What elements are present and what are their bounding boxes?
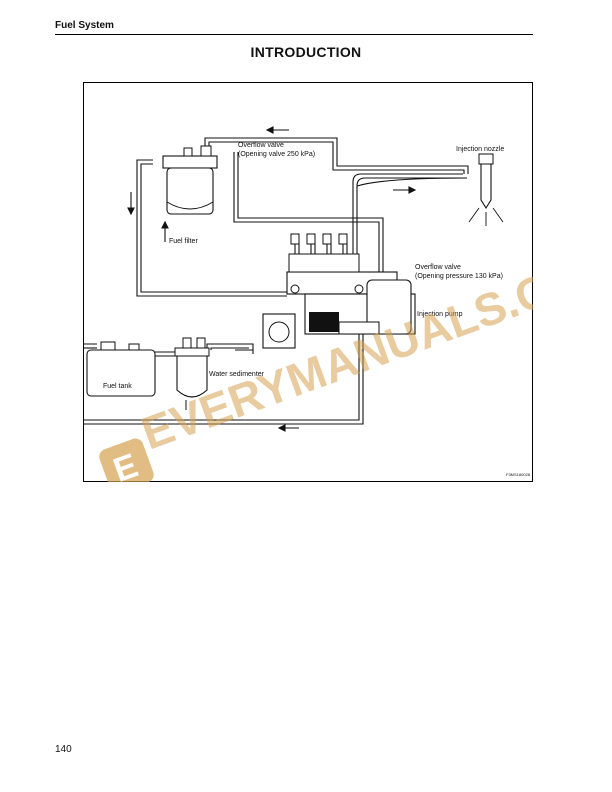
injection-nozzle (468, 153, 504, 226)
water-sedimenter-label: Water sedimenter (209, 371, 265, 378)
overflow-valve-top-label: Overflow valve (238, 142, 284, 149)
flow-arrows (127, 126, 417, 432)
page-title: INTRODUCTION (250, 44, 362, 60)
overflow-valve-pump-detail: (Opening pressure 130 kPa) (415, 273, 503, 280)
figure-code: F3MS180028 (506, 472, 531, 477)
overflow-valve-top-detail: (Opening valve 250 kPa) (238, 151, 315, 158)
fuel-system-diagram: Overflow valve (Opening valve 250 kPa) I… (83, 82, 533, 482)
fuel-filter (162, 145, 218, 215)
watermark-logo-icon: E (99, 438, 154, 482)
overflow-valve-pump-label: Overflow valve (415, 264, 461, 271)
section-title: Fuel System (55, 20, 114, 31)
injection-pump-label: Injection pump (417, 311, 463, 318)
page-header: Fuel System (55, 20, 533, 35)
fuel-tank (86, 341, 156, 397)
injection-pump (262, 233, 416, 349)
page-number: 140 (55, 744, 72, 755)
injection-nozzle-label: Injection nozzle (456, 146, 504, 153)
water-sedimenter (174, 337, 210, 410)
fuel-tank-label: Fuel tank (103, 383, 132, 390)
fuel-filter-label: Fuel filter (169, 238, 198, 245)
